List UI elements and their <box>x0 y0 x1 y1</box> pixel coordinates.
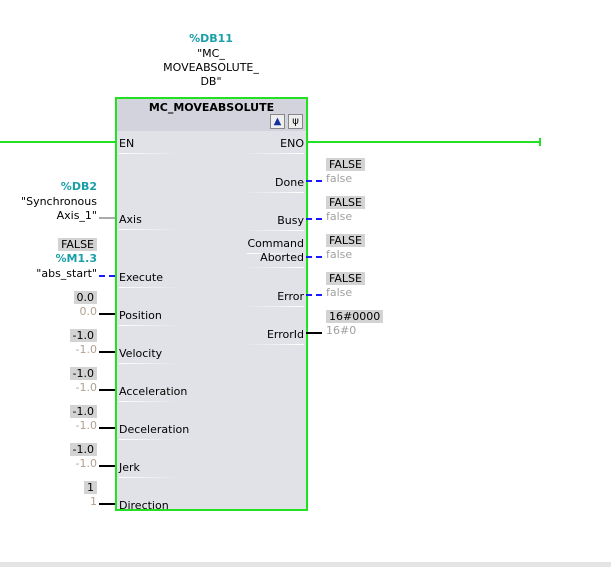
jerk-monitor: -1.0 <box>69 443 97 456</box>
axis-wire <box>99 217 115 219</box>
instance-db-address[interactable]: %DB11 <box>189 32 233 45</box>
en-power-line <box>0 141 116 143</box>
eno-power-line <box>306 141 540 143</box>
done-monitor: FALSE <box>326 158 365 171</box>
axis-tag-1[interactable]: "Synchronous <box>21 195 97 208</box>
pin-acceleration[interactable]: Acceleration <box>119 385 188 402</box>
block-title: MC_MOVEABSOLUTE <box>148 101 275 114</box>
pin-deceleration[interactable]: Deceleration <box>119 423 190 440</box>
axis-tag-2[interactable]: Axis_1" <box>56 209 97 222</box>
pin-en[interactable]: EN <box>119 137 180 154</box>
position-monitor: 0.0 <box>73 291 97 304</box>
eno-line-end <box>539 138 541 146</box>
deceleration-monitor: -1.0 <box>69 405 97 418</box>
diagnostics-icon[interactable]: ψ <box>288 114 303 129</box>
command_aborted-wire <box>306 256 322 258</box>
error-monitor: FALSE <box>326 272 365 285</box>
execute-address[interactable]: %M1.3 <box>55 252 97 265</box>
acceleration-wire <box>99 389 115 391</box>
pin-errorid[interactable]: ErrorId <box>243 328 305 345</box>
busy-wire <box>306 218 322 220</box>
deceleration-wire <box>99 427 115 429</box>
busy-monitor: FALSE <box>326 196 365 209</box>
pin-error[interactable]: Error <box>244 290 304 307</box>
error-value[interactable]: false <box>326 286 353 299</box>
direction-wire <box>99 503 115 505</box>
pin-done[interactable]: Done <box>244 176 304 193</box>
position-value[interactable]: 0.0 <box>79 305 98 318</box>
command_aborted-value[interactable]: false <box>326 248 353 261</box>
pin-execute[interactable]: Execute <box>119 271 179 288</box>
velocity-monitor: -1.0 <box>69 329 97 342</box>
acceleration-value[interactable]: -1.0 <box>75 381 97 394</box>
safety-icon[interactable]: ▲ <box>270 114 285 129</box>
command_aborted-monitor: FALSE <box>326 234 365 247</box>
mc-moveabsolute-block[interactable]: MC_MOVEABSOLUTE ▲ ψ EN Axis Execute Posi… <box>115 97 308 516</box>
pin-axis[interactable]: Axis <box>119 213 179 230</box>
done-value[interactable]: false <box>326 172 353 185</box>
pin-velocity[interactable]: Velocity <box>119 347 180 364</box>
deceleration-value[interactable]: -1.0 <box>75 419 97 432</box>
pin-eno[interactable]: ENO <box>244 137 304 154</box>
jerk-value[interactable]: -1.0 <box>75 457 97 470</box>
direction-monitor: 1 <box>84 481 97 494</box>
velocity-wire <box>99 351 115 353</box>
busy-value[interactable]: false <box>326 210 353 223</box>
pin-busy[interactable]: Busy <box>244 214 304 231</box>
pin-jerk[interactable]: Jerk <box>119 461 179 478</box>
execute-wire <box>99 275 115 277</box>
pin-command-aborted[interactable]: Aborted <box>244 251 304 268</box>
position-wire <box>99 313 115 315</box>
block-header: MC_MOVEABSOLUTE ▲ ψ <box>117 99 306 131</box>
velocity-value[interactable]: -1.0 <box>75 343 97 356</box>
pin-command-label: Command <box>247 237 307 254</box>
axis-address[interactable]: %DB2 <box>60 180 97 193</box>
errorid-monitor: 16#0000 <box>326 310 384 323</box>
instance-db-name-3[interactable]: DB" <box>200 75 222 88</box>
direction-value[interactable]: 1 <box>90 495 97 508</box>
done-wire <box>306 180 322 182</box>
instance-db-name-1[interactable]: "MC_ <box>197 47 225 60</box>
pin-position[interactable]: Position <box>119 309 179 326</box>
instance-db-name-2[interactable]: MOVEABSOLUTE_ <box>163 61 259 74</box>
pin-direction[interactable]: Direction <box>119 499 179 516</box>
errorid-value[interactable]: 16#0 <box>326 324 357 337</box>
bottom-panel <box>0 562 611 567</box>
jerk-wire <box>99 465 115 467</box>
errorid-wire <box>306 332 322 334</box>
execute-monitor: FALSE <box>58 238 97 251</box>
execute-tag[interactable]: "abs_start" <box>36 267 97 280</box>
error-wire <box>306 294 322 296</box>
acceleration-monitor: -1.0 <box>69 367 97 380</box>
